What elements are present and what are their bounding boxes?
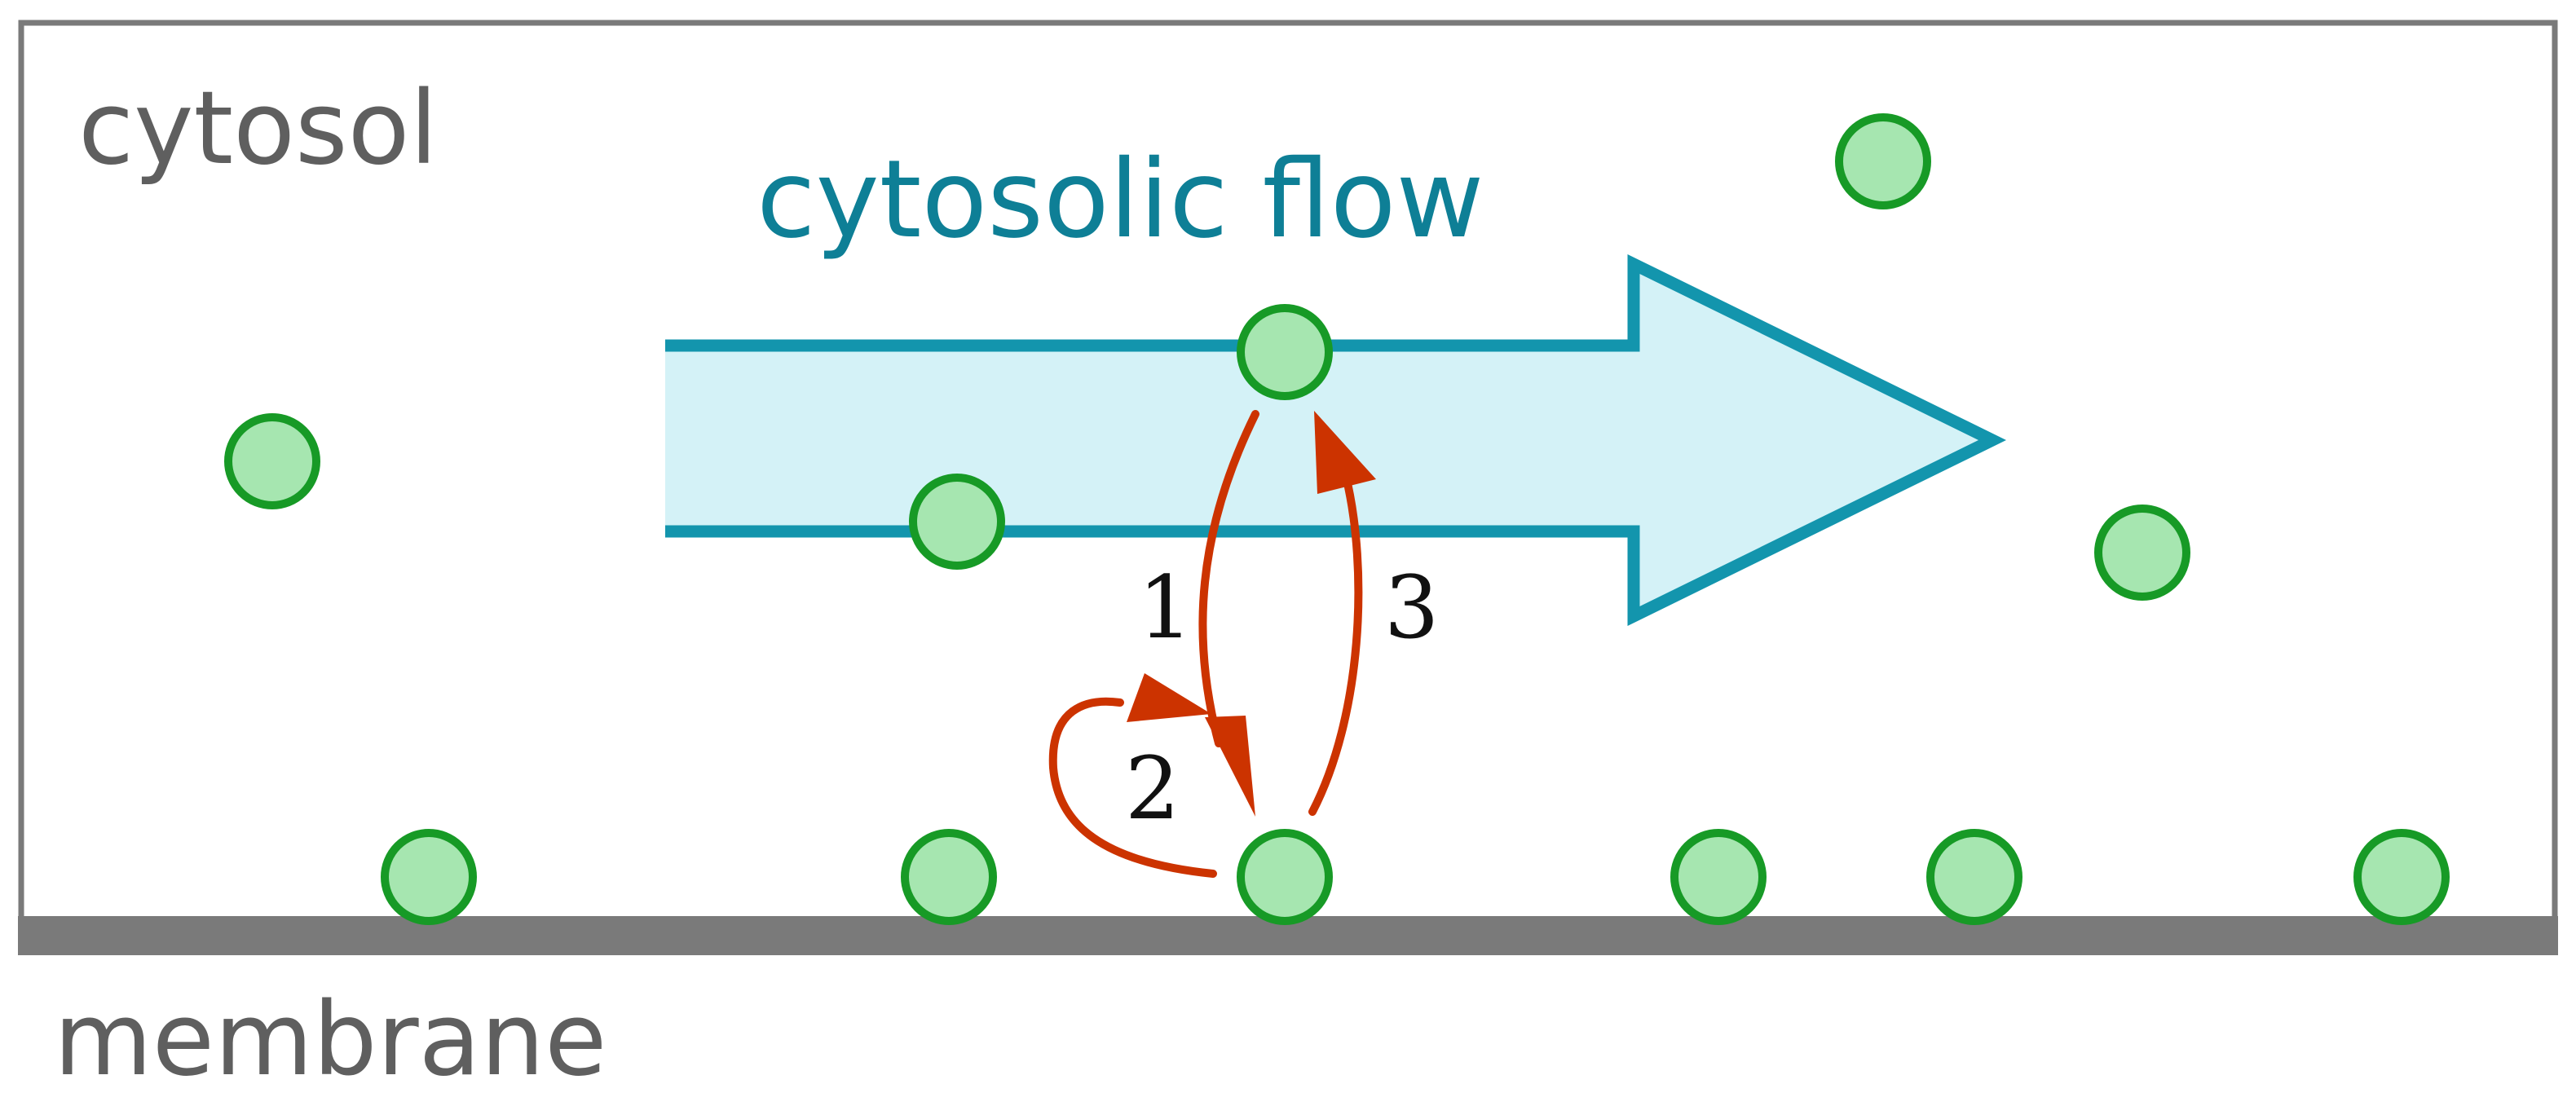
- transition-arrowhead-3: [1314, 411, 1376, 494]
- transition-arrow-2: [1048, 697, 1217, 878]
- membrane-label: membrane: [54, 981, 607, 1099]
- step-label-1: 1: [1138, 557, 1193, 658]
- particle: [1237, 304, 1333, 400]
- particle: [1237, 829, 1333, 925]
- cytosol-label: cytosol: [78, 70, 438, 187]
- transition-arrow-1: [1198, 410, 1259, 747]
- particle: [909, 474, 1005, 570]
- step-label-3: 3: [1384, 557, 1439, 658]
- particle: [2353, 829, 2450, 925]
- particles: [224, 113, 2450, 925]
- flow-label: cytosolic flow: [756, 137, 1484, 262]
- transition-arrowhead-1: [1205, 716, 1255, 817]
- flow-arrow-outline: [665, 253, 2007, 627]
- particle: [901, 829, 997, 925]
- transition-arrowhead-2: [1127, 673, 1211, 722]
- particle: [1835, 113, 1931, 209]
- step-label-2: 2: [1125, 738, 1180, 839]
- particle: [224, 413, 320, 509]
- particle: [1926, 829, 2022, 925]
- particle: [381, 829, 477, 925]
- transition-arrow-3: [1308, 469, 1363, 816]
- particle: [1670, 829, 1767, 925]
- particle: [2094, 505, 2190, 601]
